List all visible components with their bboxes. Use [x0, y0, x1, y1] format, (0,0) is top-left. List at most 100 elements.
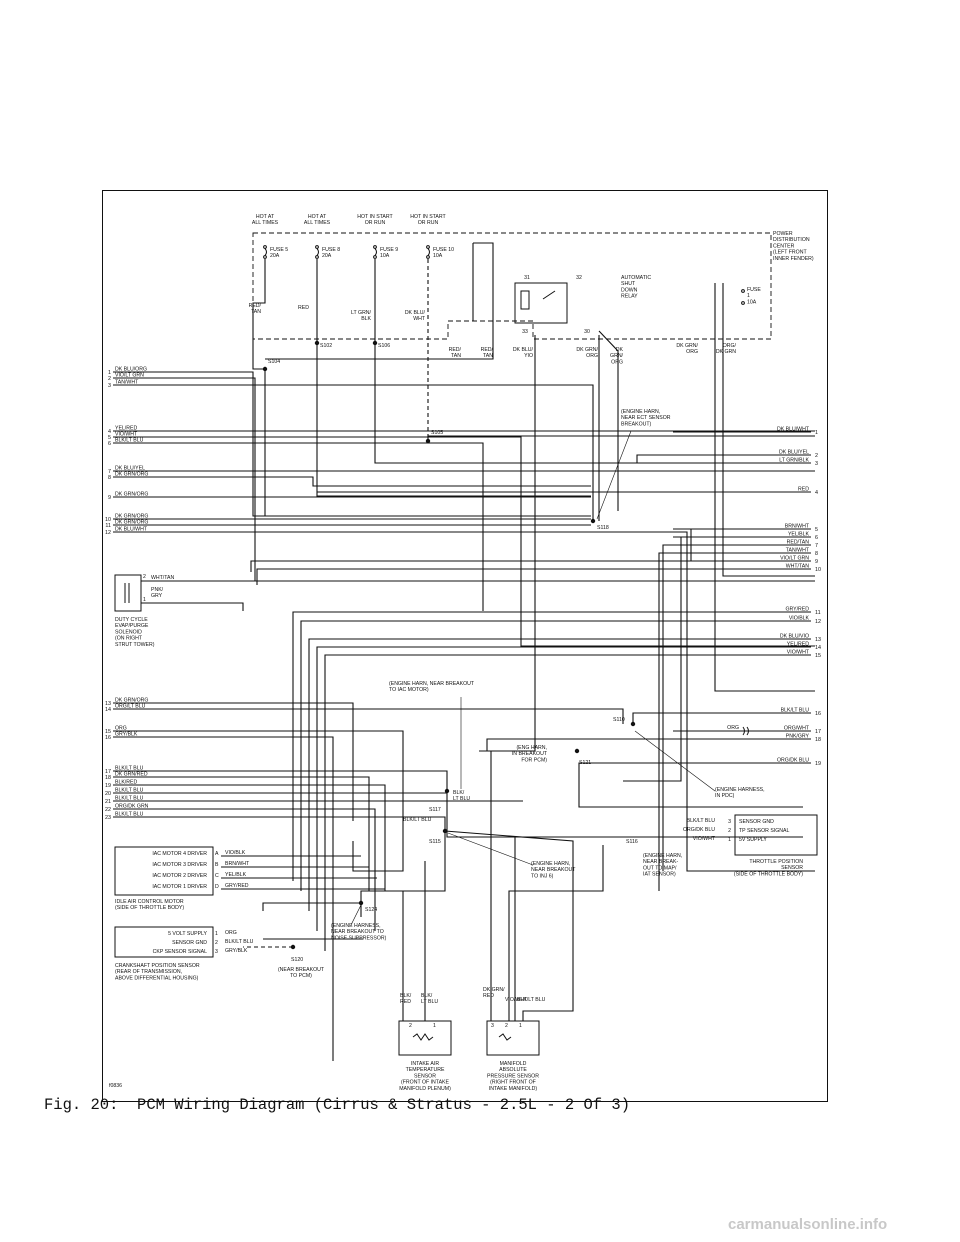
tps-label: SENSOR — [781, 865, 803, 871]
route-22 — [243, 808, 376, 931]
note-pdc: IN PDC) — [715, 793, 735, 799]
wire-label: GRN/ — [610, 353, 624, 359]
left-wire-color: ORG/DK GRN — [115, 804, 149, 810]
iat-label: (FRONT OF INTAKE — [401, 1080, 449, 1086]
splice-label: S124 — [365, 907, 377, 913]
tps-wire: VIO/WHT — [693, 836, 716, 842]
ckp-wire: ORG — [225, 930, 237, 936]
right-wire-color: DK BLU/YEL — [779, 450, 809, 456]
splice-label: S120 — [291, 957, 303, 963]
note-noise: NOISE SUPPRESSOR) — [331, 935, 387, 941]
left-wire-color: BLK/LT BLU — [115, 788, 144, 794]
left-pin-number: 13 — [105, 701, 111, 707]
ckp-pin: 2 — [215, 940, 218, 946]
wire-label: RED/ — [249, 303, 262, 309]
iat-wire: BLK/ — [421, 993, 433, 999]
route-r18 — [486, 738, 673, 751]
note-ect: BREAKOUT) — [621, 421, 652, 427]
iac-pin: B — [215, 862, 219, 868]
splice-s117 — [444, 788, 450, 794]
tps-wire: ORG/DK BLU — [683, 827, 715, 833]
wire-label: DK BLU/ — [513, 347, 534, 353]
relay-pin: 32 — [576, 275, 582, 281]
route-5 — [243, 436, 815, 647]
right-pin-number: 18 — [815, 737, 821, 743]
splice-s102 — [314, 340, 320, 346]
fuse-label: 20A — [270, 253, 280, 259]
splice-s121 — [574, 748, 580, 754]
note-ect: NEAR ECT SENSOR — [621, 415, 671, 421]
evap-pin: 1 — [143, 597, 146, 603]
left-wire-color: BLK/LT BLU — [115, 796, 144, 802]
note-inj6: NEAR BREAKOUT — [531, 867, 576, 873]
wire-label: BLK — [361, 316, 371, 322]
ckp-pin: 3 — [215, 949, 218, 955]
wire-lt-grn-blk — [374, 259, 637, 464]
splice-label: S116 — [626, 839, 638, 845]
splice-s104 — [262, 366, 268, 372]
map-wire: VIO/WHT — [505, 997, 528, 1003]
route-s115 — [444, 830, 574, 1021]
component-layer — [114, 245, 818, 1056]
power-source-label: HOT AT — [308, 214, 327, 220]
relay-coil — [520, 290, 530, 310]
pdc-label: (LEFT FRONT — [773, 250, 807, 256]
right-pin-number: 2 — [815, 453, 818, 459]
fuse-label: 10A — [747, 299, 757, 305]
route-map-vio — [508, 845, 604, 1021]
left-wire-color: BLK/LT BLU — [115, 438, 144, 444]
iac-row-label: IAC MOTOR 3 DRIVER — [152, 862, 207, 868]
route-r16 — [632, 712, 673, 724]
power-source-label: OR RUN — [418, 220, 439, 226]
route-r9 — [250, 560, 673, 572]
route-r11 — [292, 611, 673, 881]
route-r8 — [658, 552, 673, 891]
left-pin-number: 7 — [108, 469, 111, 475]
iac-label: IDLE AIR CONTROL MOTOR — [115, 899, 184, 905]
wire-dk-blu-yio — [479, 335, 536, 752]
splice-label: S110 — [613, 717, 625, 723]
power-source-label: HOT IN START — [410, 214, 446, 220]
map-label: INTAKE MANIFOLD) — [489, 1086, 538, 1092]
splice-s105 — [425, 438, 431, 444]
right-pin-number: 17 — [815, 729, 821, 735]
connector-label: ORG — [727, 725, 739, 731]
junction-wire-label2: BLK/LT BLU — [403, 817, 432, 823]
note-iac: TO IAC MOTOR) — [389, 687, 429, 693]
splice-s115 — [442, 828, 448, 834]
relay-label: DOWN — [621, 287, 638, 293]
splice-label: S102 — [320, 343, 332, 349]
wire-dk-grn-org-2 — [598, 330, 619, 511]
map-label: ABSOLUTE — [499, 1067, 527, 1073]
evap-wire: GRY — [151, 593, 163, 599]
note-inj6: TO INJ 6) — [531, 873, 554, 879]
map-wire: BLK/LT BLU — [517, 997, 546, 1003]
fuse-label: FUSE 9 — [380, 247, 398, 253]
right-wire-color: YEL/BLK — [788, 532, 810, 538]
figure-caption: Fig. 20: PCM Wiring Diagram (Cirrus & St… — [44, 1096, 630, 1114]
route-6 — [243, 442, 484, 611]
wire-layer — [113, 242, 815, 1061]
note-pdc: (ENGINE HARNESS, — [715, 787, 765, 793]
fuse-symbol — [741, 301, 745, 305]
figure-id: f0836 — [109, 1083, 122, 1089]
note-map: (ENGINE HARN, — [643, 853, 682, 859]
evap-solenoid-box — [114, 574, 142, 612]
left-wire-color: VIO/LT GRN — [115, 373, 144, 379]
fuse-label: FUSE 5 — [270, 247, 288, 253]
relay-pin: 33 — [522, 329, 528, 335]
right-pin-number: 7 — [815, 543, 818, 549]
leader — [447, 832, 534, 866]
route-r6 — [623, 536, 682, 782]
fuse-symbol — [426, 255, 430, 259]
right-pin-number: 11 — [815, 610, 821, 616]
wire-label: DK — [616, 347, 624, 353]
note-pcm: (ENG HARN, — [516, 745, 547, 751]
wire-label: DK GRN/ — [676, 343, 698, 349]
left-pin-number: 20 — [105, 791, 111, 797]
fuse-label: FUSE 10 — [433, 247, 454, 253]
map-label: PRESSURE SENSOR — [487, 1073, 539, 1079]
right-pin-number: 10 — [815, 567, 821, 573]
wire-label: ORG/ — [723, 343, 737, 349]
